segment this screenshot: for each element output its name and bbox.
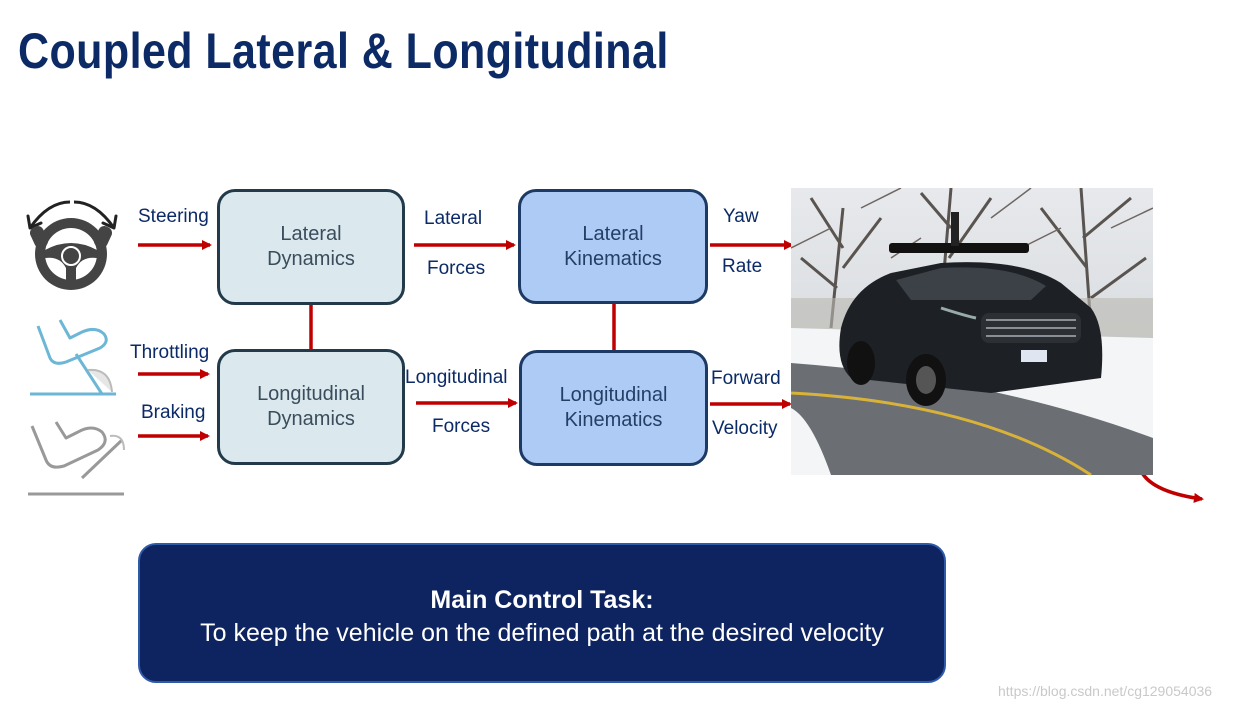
lateral-kinematics-block: Lateral Kinematics bbox=[518, 189, 708, 304]
main-control-task-text: To keep the vehicle on the defined path … bbox=[200, 619, 884, 647]
lateral-forces-label-bottom: Forces bbox=[427, 258, 486, 279]
lateral-dynamics-block: Lateral Dynamics bbox=[217, 189, 405, 305]
velocity-label: Velocity bbox=[712, 418, 778, 439]
braking-label: Braking bbox=[141, 402, 206, 423]
main-control-task-box: Main Control Task: To keep the vehicle o… bbox=[138, 543, 946, 683]
longitudinal-dynamics-block: Longitudinal Dynamics bbox=[217, 349, 405, 465]
longitudinal-forces-label-top: Longitudinal bbox=[405, 367, 508, 388]
autonomous-car-photo bbox=[791, 188, 1153, 475]
lateral-forces-label-top: Lateral bbox=[424, 208, 483, 229]
steering-wheel-icon bbox=[26, 200, 118, 290]
steering-label: Steering bbox=[138, 206, 209, 227]
yaw-label: Yaw bbox=[723, 206, 759, 227]
longitudinal-forces-label-bottom: Forces bbox=[432, 416, 491, 437]
slide-title: Coupled Lateral & Longitudinal bbox=[18, 23, 669, 79]
throttle-pedal-icon bbox=[30, 319, 116, 396]
watermark: https://blog.csdn.net/cg129054036 bbox=[998, 683, 1213, 699]
main-control-task-title: Main Control Task: bbox=[430, 586, 654, 614]
brake-pedal-icon bbox=[28, 421, 125, 496]
longitudinal-kinematics-block: Longitudinal Kinematics bbox=[519, 350, 708, 466]
rate-label: Rate bbox=[722, 256, 763, 277]
forward-label: Forward bbox=[711, 368, 781, 389]
throttling-label: Throttling bbox=[130, 342, 210, 363]
